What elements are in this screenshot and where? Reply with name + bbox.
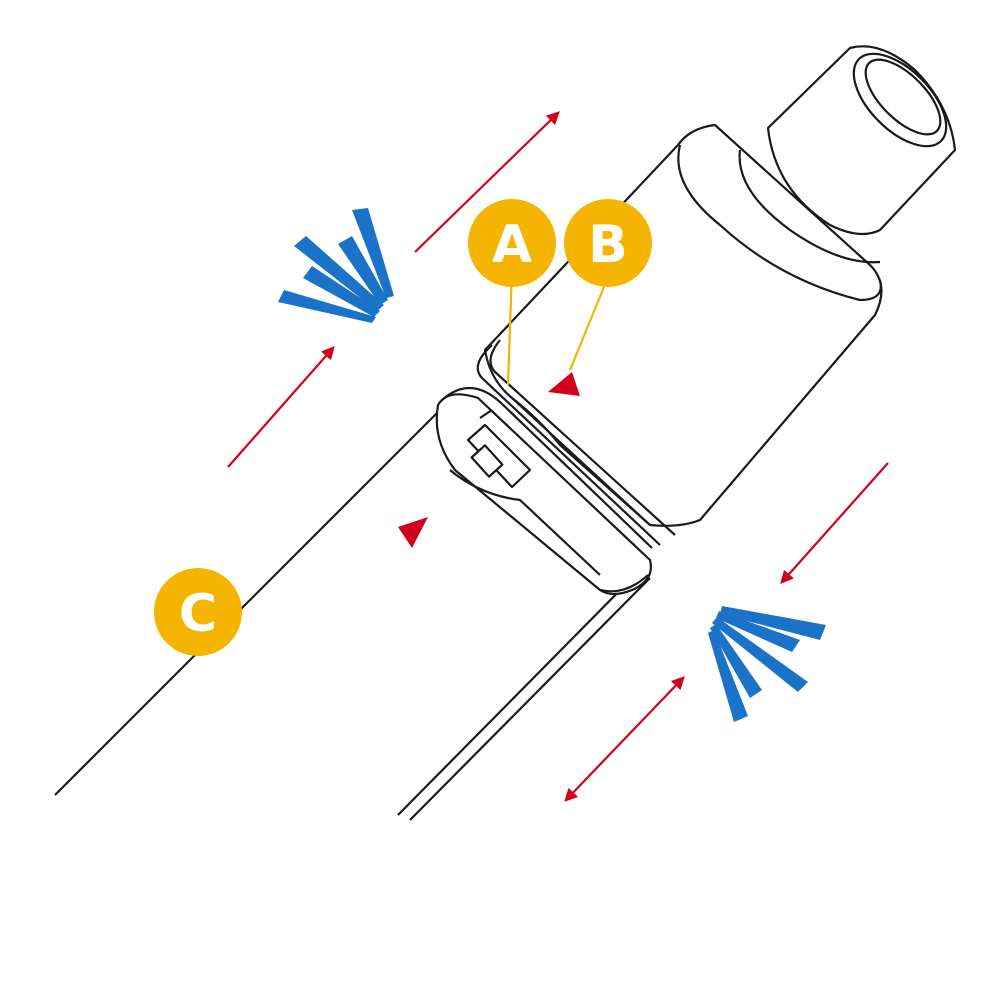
leader-line-a — [506, 269, 514, 386]
adapter-band — [476, 344, 661, 546]
lower-tube-right-edge-inner — [409, 577, 651, 821]
latch-window — [470, 444, 504, 478]
burst-ray — [712, 617, 808, 692]
alignment-marker-upper — [548, 372, 580, 396]
callout-c-label: C — [179, 584, 217, 644]
arrow-icon — [780, 462, 889, 584]
callout-b: B — [564, 199, 652, 287]
burst-ray — [720, 606, 826, 640]
lower-tube-right-edge — [397, 564, 646, 816]
double-arrow-icon — [564, 676, 685, 802]
callout-a-label: A — [492, 215, 532, 275]
callout-c: C — [154, 568, 242, 656]
adapter-band-inner — [489, 339, 676, 536]
arrow-icon — [227, 346, 335, 468]
adapter-neck-opening-inner — [864, 58, 942, 136]
burst-ray — [716, 611, 800, 652]
burst-ray — [278, 290, 376, 323]
burst-ray — [708, 630, 748, 722]
callout-c-circle — [154, 568, 242, 656]
coupling-collar — [435, 386, 653, 596]
collar-ring-upper — [441, 386, 653, 549]
lower-tube — [54, 409, 651, 821]
collar-ring-lower — [449, 469, 601, 576]
collar-front-lip — [599, 574, 649, 593]
callout-b-circle — [564, 199, 652, 287]
callout-a: A — [468, 199, 556, 287]
burst-ray — [294, 236, 384, 311]
vibration-burst-icon — [278, 208, 394, 323]
vibration-burst-icon — [708, 606, 826, 722]
latch-notch — [479, 409, 493, 419]
leader-line-b — [568, 281, 608, 371]
latch-tab[interactable] — [466, 423, 532, 489]
callout-b-label: B — [588, 215, 628, 275]
arrow-icon — [414, 111, 560, 253]
adapter-body — [476, 45, 957, 546]
burst-ray — [303, 266, 380, 317]
adapter-front-edge — [511, 397, 651, 526]
adapter-neck-opening — [852, 52, 948, 148]
burst-ray — [710, 624, 762, 698]
alignment-marker-lower — [398, 517, 428, 548]
adapter-shoulder-top — [738, 149, 881, 264]
burst-ray — [338, 236, 388, 305]
adapter-shoulder — [677, 144, 882, 302]
burst-ray — [352, 208, 394, 298]
direction-arrows — [227, 111, 889, 802]
lower-tube-left-edge — [54, 409, 441, 796]
callout-a-circle — [468, 199, 556, 287]
leader-lines — [506, 269, 608, 386]
